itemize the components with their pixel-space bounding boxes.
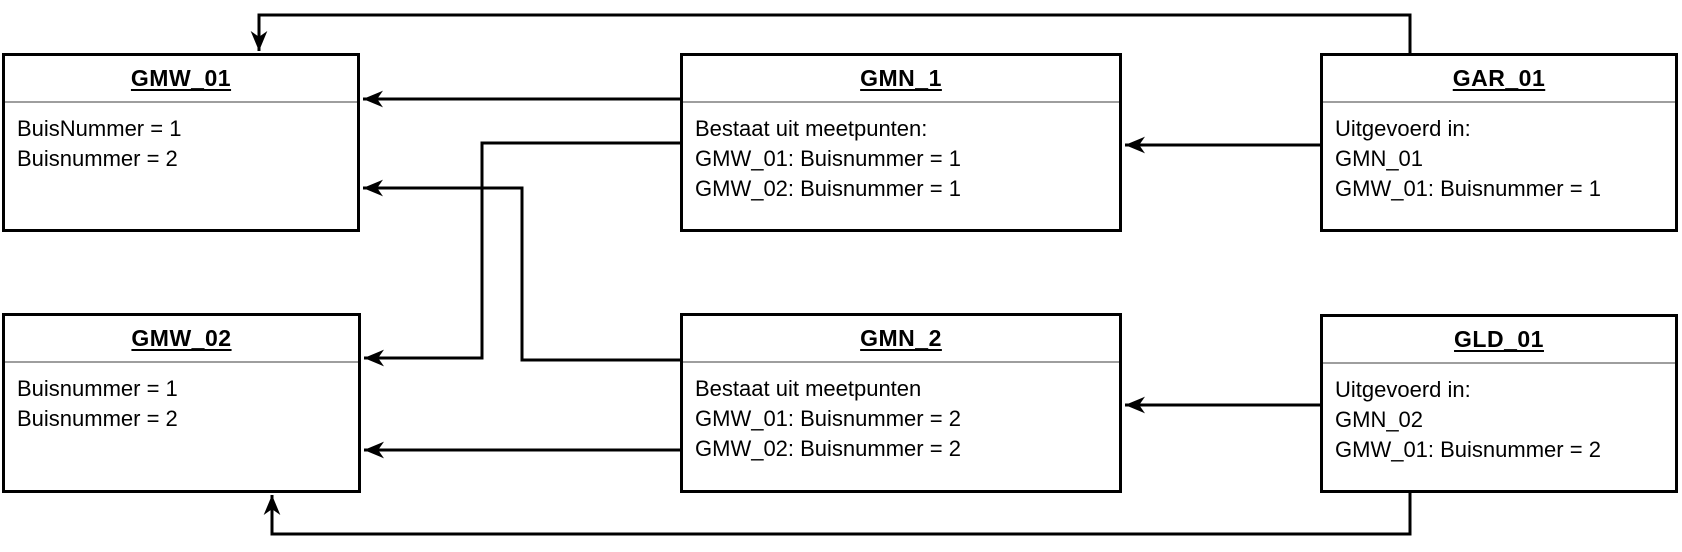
node-text-line: Bestaat uit meetpunten [695,376,922,401]
node-gar-01-body: Uitgevoerd in: GMN_01 GMW_01: Buisnummer… [1323,103,1675,204]
node-text-line: Bestaat uit meetpunten: [695,116,928,141]
node-gmn-1-title: GMN_1 [860,65,942,91]
node-gmn-2-header: GMN_2 [683,316,1119,363]
node-text-line: Buisnummer = 2 [17,146,178,171]
node-text-line: Buisnummer = 2 [17,406,178,431]
edge-gmn1-gmw02 [364,141,680,367]
node-text-line: GMW_02: Buisnummer = 1 [695,176,961,201]
node-text-line: GMW_01: Buisnummer = 2 [695,406,961,431]
node-text-line: Uitgevoerd in: [1335,116,1471,141]
node-gmw-01-header: GMW_01 [5,56,357,103]
node-text-line: Uitgevoerd in: [1335,377,1471,402]
node-gld-01[interactable]: GLD_01 Uitgevoerd in: GMN_02 GMW_01: Bui… [1320,314,1678,493]
node-gar-01[interactable]: GAR_01 Uitgevoerd in: GMN_01 GMW_01: Bui… [1320,53,1678,232]
node-gar-01-header: GAR_01 [1323,56,1675,103]
node-text-line: GMN_01 [1335,146,1424,171]
node-gar-01-title: GAR_01 [1452,65,1546,91]
edge-gmn2-gmw01 [363,179,680,362]
node-gmn-2[interactable]: GMN_2 Bestaat uit meetpunten GMW_01: Bui… [680,313,1122,493]
node-text-line: GMN_02 [1335,407,1424,432]
node-text-line: GMW_01: Buisnummer = 2 [1335,437,1601,462]
node-gmn-2-body: Bestaat uit meetpunten GMW_01: Buisnumme… [683,363,1119,464]
node-text-line: GMW_01: Buisnummer = 1 [695,146,961,171]
node-gmn-2-title: GMN_2 [860,325,942,351]
node-gmw-02-body: Buisnummer = 1 Buisnummer = 2 [5,363,358,434]
node-text-line: BuisNummer = 1 [17,116,182,141]
node-gld-01-body: Uitgevoerd in: GMN_02 GMW_01: Buisnummer… [1323,364,1675,465]
node-text-line: GMW_01: Buisnummer = 1 [1335,176,1601,201]
node-gmn-1-header: GMN_1 [683,56,1119,103]
edge-gld01-gmw02 [263,493,1412,536]
node-text-line: Buisnummer = 1 [17,376,178,401]
node-gmw-02-title: GMW_02 [131,325,232,351]
node-gmw-01[interactable]: GMW_01 BuisNummer = 1 Buisnummer = 2 [2,53,360,232]
node-gld-01-title: GLD_01 [1454,326,1544,352]
node-gmn-1-body: Bestaat uit meetpunten: GMW_01: Buisnumm… [683,103,1119,204]
node-gmw-02-header: GMW_02 [5,316,358,363]
node-gmw-02[interactable]: GMW_02 Buisnummer = 1 Buisnummer = 2 [2,313,361,493]
node-text-line: GMW_02: Buisnummer = 2 [695,436,961,461]
node-gmw-01-body: BuisNummer = 1 Buisnummer = 2 [5,103,357,174]
node-gmw-01-title: GMW_01 [130,65,232,91]
node-gmn-1[interactable]: GMN_1 Bestaat uit meetpunten: GMW_01: Bu… [680,53,1122,232]
node-gld-01-header: GLD_01 [1323,317,1675,364]
edge-gar01-gmw01 [250,13,1412,53]
